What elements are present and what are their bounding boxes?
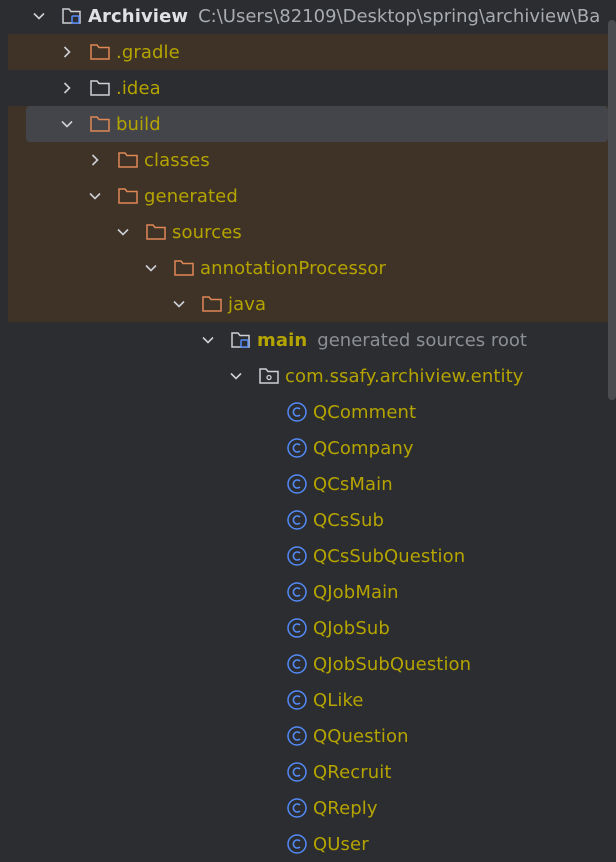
tree-label-build: build	[116, 113, 161, 135]
tree-label-sources: sources	[172, 221, 242, 243]
class-label: QReply	[313, 797, 378, 819]
class-icon	[285, 833, 309, 855]
vertical-scrollbar[interactable]	[608, 20, 616, 400]
chevron-down-icon[interactable]	[86, 187, 104, 205]
class-icon	[285, 653, 309, 675]
class-icon	[285, 581, 309, 603]
tree-row-class[interactable]: QQuestion	[0, 718, 616, 754]
tree-row-class[interactable]: QCompany	[0, 430, 616, 466]
excluded-folder-icon	[116, 185, 140, 207]
tree-row-class[interactable]: QCsSub	[0, 502, 616, 538]
class-icon	[285, 725, 309, 747]
class-label: QJobSubQuestion	[313, 653, 472, 675]
tree-label-idea: .idea	[116, 77, 161, 99]
tree-label-classes: classes	[144, 149, 210, 171]
tree-row-main[interactable]: main generated sources root	[0, 322, 616, 358]
tree-row-class[interactable]: QCsSubQuestion	[0, 538, 616, 574]
class-label: QLike	[313, 689, 364, 711]
class-label: QCsSubQuestion	[313, 545, 466, 567]
tree-row-class[interactable]: QLike	[0, 682, 616, 718]
class-label: QCsSub	[313, 509, 384, 531]
folder-icon	[88, 77, 112, 99]
excluded-folder-icon	[144, 221, 168, 243]
class-label: QComment	[313, 401, 417, 423]
excluded-folder-icon	[172, 257, 196, 279]
excluded-folder-icon	[200, 293, 224, 315]
class-label: QUser	[313, 833, 369, 855]
package-icon	[257, 365, 281, 387]
tree-row-generated[interactable]: generated	[8, 178, 616, 214]
source-root-folder-icon	[229, 329, 253, 351]
excluded-folder-icon	[116, 149, 140, 171]
tree-row-class[interactable]: QRecruit	[0, 754, 616, 790]
tree-row-build[interactable]: build	[26, 106, 608, 142]
tree-row-gradle[interactable]: .gradle	[8, 34, 616, 70]
tree-label-java: java	[228, 293, 267, 315]
tree-row-class[interactable]: QJobSubQuestion	[0, 646, 616, 682]
source-root-hint: generated sources root	[317, 329, 527, 351]
class-icon	[285, 797, 309, 819]
tree-label-gradle: .gradle	[116, 41, 180, 63]
chevron-down-icon[interactable]	[142, 259, 160, 277]
chevron-down-icon[interactable]	[199, 331, 217, 349]
tree-row-idea[interactable]: .idea	[0, 70, 616, 106]
tree-row-project-root[interactable]: Archiview C:\Users\82109\Desktop\spring\…	[0, 0, 616, 34]
class-icon	[285, 509, 309, 531]
project-name: Archiview	[88, 5, 189, 27]
chevron-down-icon[interactable]	[170, 295, 188, 313]
class-label: QJobMain	[313, 581, 399, 603]
tree-label-main: main	[257, 329, 308, 351]
tree-row-class[interactable]: QReply	[0, 790, 616, 826]
tree-row-package[interactable]: com.ssafy.archiview.entity	[0, 358, 616, 394]
tree-row-class[interactable]: QCsMain	[0, 466, 616, 502]
tree-label-generated: generated	[144, 185, 238, 207]
class-icon	[285, 617, 309, 639]
tree-row-class[interactable]: QUser	[0, 826, 616, 862]
tree-row-class[interactable]: QJobMain	[0, 574, 616, 610]
tree-row-sources[interactable]: sources	[8, 214, 616, 250]
module-folder-icon	[60, 5, 84, 27]
excluded-folder-icon	[88, 41, 112, 63]
tree-label-package: com.ssafy.archiview.entity	[285, 365, 524, 387]
class-icon	[285, 545, 309, 567]
excluded-folder-icon	[88, 113, 112, 135]
class-label: QJobSub	[313, 617, 390, 639]
tree-label-annotation-processor: annotationProcessor	[200, 257, 387, 279]
chevron-down-icon[interactable]	[114, 223, 132, 241]
tree-row-classes[interactable]: classes	[8, 142, 616, 178]
class-label: QCompany	[313, 437, 414, 459]
chevron-down-icon[interactable]	[227, 367, 245, 385]
chevron-down-icon[interactable]	[58, 115, 76, 133]
class-label: QQuestion	[313, 725, 409, 747]
class-icon	[285, 401, 309, 423]
project-path: C:\Users\82109\Desktop\spring\archiview\…	[198, 5, 601, 27]
tree-row-java[interactable]: java	[8, 286, 616, 322]
class-icon	[285, 473, 309, 495]
class-icon	[285, 437, 309, 459]
tree-row-class[interactable]: QComment	[0, 394, 616, 430]
class-label: QCsMain	[313, 473, 393, 495]
chevron-right-icon[interactable]	[58, 79, 76, 97]
class-icon	[285, 761, 309, 783]
tree-row-annotation-processor[interactable]: annotationProcessor	[8, 250, 616, 286]
class-icon	[285, 689, 309, 711]
class-label: QRecruit	[313, 761, 392, 783]
tree-row-class[interactable]: QJobSub	[0, 610, 616, 646]
chevron-right-icon[interactable]	[86, 151, 104, 169]
chevron-right-icon[interactable]	[58, 43, 76, 61]
chevron-down-icon[interactable]	[30, 7, 48, 25]
